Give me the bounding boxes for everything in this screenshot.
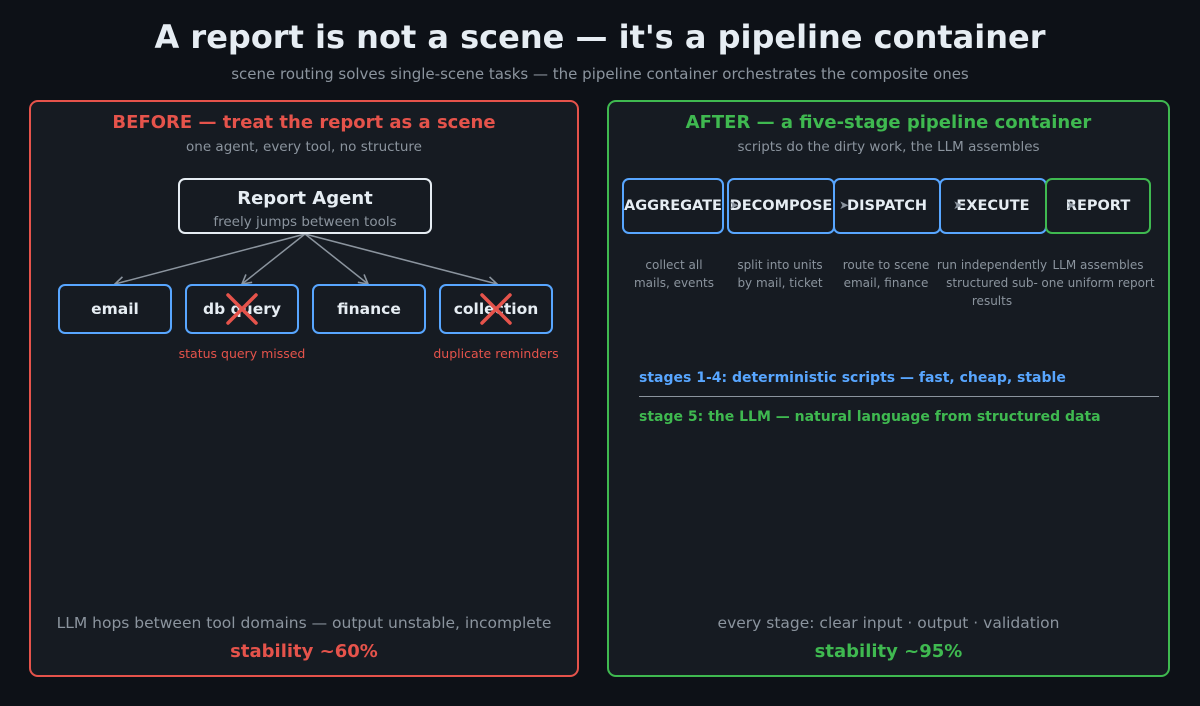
edge-to-email: [113, 233, 306, 288]
llm-note: stage 5: the LLM — natural language from…: [639, 409, 1101, 425]
stage-dispatch: DISPATCH: [833, 178, 941, 234]
after-footer: every stage: clear input · output · vali…: [717, 614, 1060, 632]
chevron-right-icon: ➤: [839, 198, 850, 212]
after-stability: stability ~95%: [814, 641, 963, 662]
tool-email: email: [58, 284, 172, 334]
before-panel: BEFORE — treat the report as a scene one…: [29, 100, 579, 677]
before-footer: LLM hops between tool domains — output u…: [56, 614, 552, 632]
before-subheading: one agent, every tool, no structure: [186, 139, 422, 155]
after-panel: AFTER — a five-stage pipeline container …: [607, 100, 1170, 677]
tool-finance: finance: [312, 284, 426, 334]
scripts-note: stages 1-4: deterministic scripts — fast…: [639, 370, 1066, 386]
stage-dispatch-desc: route to scene email, finance: [842, 258, 930, 290]
edge-to-finance: [304, 233, 370, 286]
edge-to-collection: [304, 233, 499, 288]
agent-tool-edges: [113, 233, 499, 288]
report-agent-subtitle: freely jumps between tools: [213, 214, 397, 230]
collection-failure-note: duplicate reminders: [433, 346, 559, 361]
chevron-right-icon: ➤: [953, 198, 964, 212]
after-heading: AFTER — a five-stage pipeline container: [685, 112, 1092, 133]
page-title: A report is not a scene — it's a pipelin…: [154, 18, 1046, 56]
tool-collection: collection: [439, 284, 553, 334]
report-agent-node: Report Agent freely jumps between tools: [178, 178, 432, 234]
after-subheading: scripts do the dirty work, the LLM assem…: [737, 139, 1040, 155]
stage-aggregate: AGGREGATE: [622, 178, 724, 234]
stage-execute: EXECUTE: [939, 178, 1047, 234]
stage-decompose: DECOMPOSE: [727, 178, 835, 234]
stage-report-desc: LLM assembles one uniform report: [1041, 258, 1155, 290]
stage-report: REPORT: [1045, 178, 1151, 234]
chevron-right-icon: ➤: [1066, 198, 1077, 212]
stage-aggregate-desc: collect all mails, events: [633, 258, 715, 290]
stage-decompose-desc: split into units by mail, ticket: [737, 258, 823, 290]
before-heading: BEFORE — treat the report as a scene: [112, 112, 496, 133]
db-query-failure-note: status query missed: [178, 346, 306, 361]
tool-db-query: db query: [185, 284, 299, 334]
chevron-right-icon: ➤: [729, 198, 740, 212]
report-agent-title: Report Agent: [237, 188, 373, 209]
divider: [639, 396, 1159, 397]
edge-to-db-query: [240, 233, 306, 286]
page-subtitle: scene routing solves single-scene tasks …: [231, 65, 969, 83]
stage-execute-desc: run independently structured sub-results: [936, 258, 1048, 308]
before-stability: stability ~60%: [230, 641, 378, 662]
